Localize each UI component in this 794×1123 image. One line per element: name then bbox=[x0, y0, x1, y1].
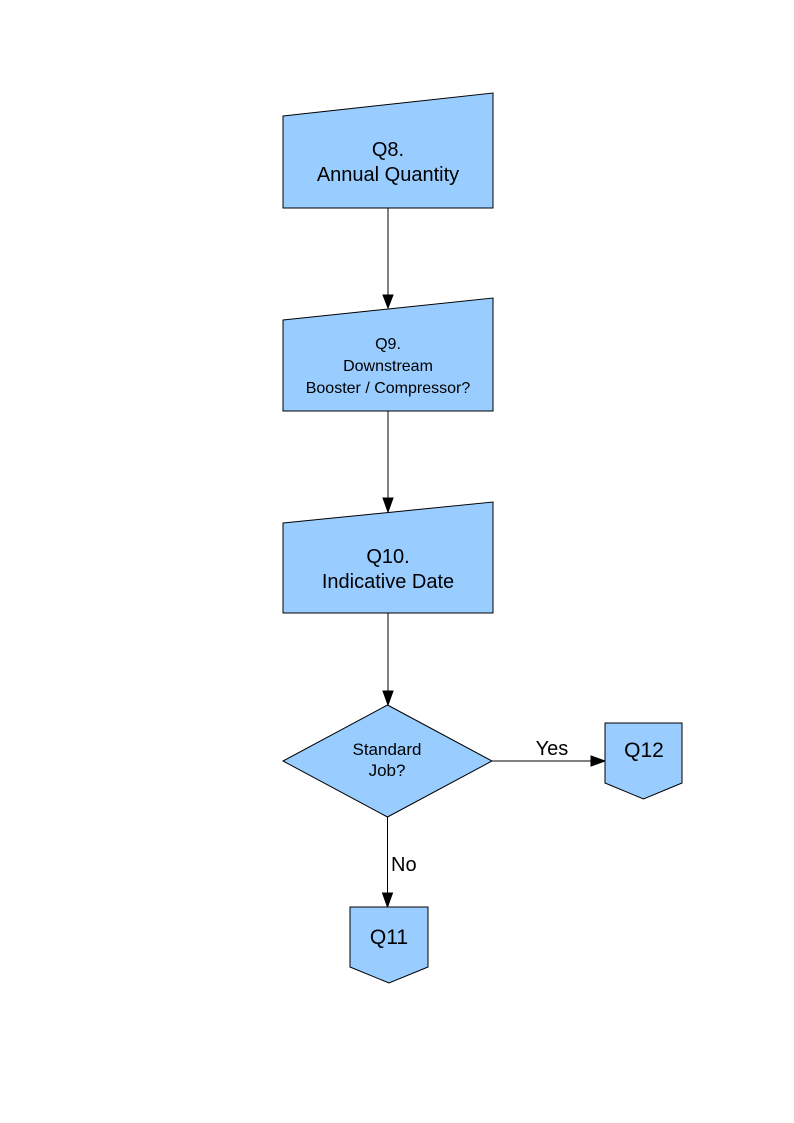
q8-label-line1: Q8. bbox=[372, 139, 404, 161]
q10-decision-arrowhead-icon bbox=[382, 690, 394, 707]
no-branch-arrowhead-icon bbox=[381, 892, 394, 909]
q10-label-line2: Indicative Date bbox=[322, 571, 454, 593]
q9-manual-input-shape bbox=[282, 297, 494, 412]
q8-q9-arrowhead-icon bbox=[382, 294, 394, 310]
q10-label-line1: Q10. bbox=[366, 546, 409, 568]
connector-q10-decision bbox=[382, 613, 394, 707]
connector-q9-q10 bbox=[382, 411, 394, 514]
no-branch-label: No bbox=[391, 854, 417, 876]
q9-label-line1: Q9. bbox=[375, 336, 401, 353]
node-q12: Q12 bbox=[604, 722, 683, 800]
q11-offpage-connector-shape bbox=[349, 906, 429, 984]
node-q9: Q9. Downstream Booster / Compressor? bbox=[282, 297, 494, 412]
decision-label-line1: Standard bbox=[353, 740, 422, 759]
q9-label-line2: Downstream bbox=[343, 358, 433, 375]
node-q11: Q11 bbox=[349, 906, 429, 984]
q12-offpage-connector-shape bbox=[604, 722, 683, 800]
connector-decision-q12: Yes bbox=[492, 738, 607, 767]
decision-label-line2: Job? bbox=[369, 761, 406, 780]
q9-q10-arrowhead-icon bbox=[382, 497, 394, 514]
yes-branch-label: Yes bbox=[536, 738, 569, 760]
node-standard-job-decision: Standard Job? bbox=[281, 704, 494, 818]
node-q10: Q10. Indicative Date bbox=[282, 501, 494, 614]
q10-manual-input-shape bbox=[282, 501, 494, 614]
q9-label-line3: Booster / Compressor? bbox=[306, 380, 471, 397]
connector-q8-q9 bbox=[382, 208, 394, 310]
q11-label: Q11 bbox=[370, 926, 408, 949]
q8-label-line2: Annual Quantity bbox=[317, 164, 459, 186]
node-q8: Q8. Annual Quantity bbox=[282, 92, 494, 209]
yes-branch-arrowhead-icon bbox=[590, 755, 607, 767]
q12-label: Q12 bbox=[624, 739, 664, 762]
connector-decision-q11: No bbox=[381, 817, 417, 909]
q8-manual-input-shape bbox=[282, 92, 494, 209]
